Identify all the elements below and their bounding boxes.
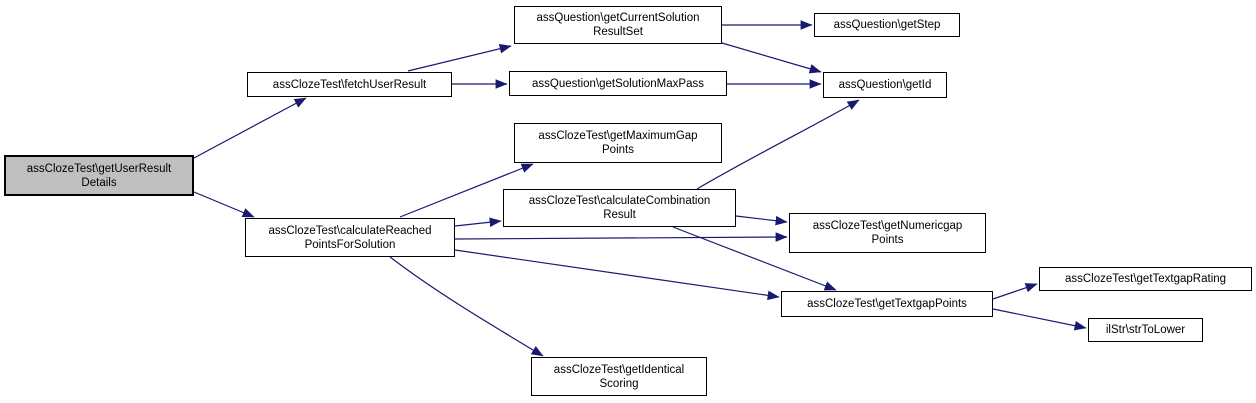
node-label-line: assClozeTest\calculateReached	[268, 224, 432, 237]
edge-getCurrentSolutionResultSet-to-getId	[721, 42, 822, 74]
node-strToLower[interactable]: ilStr\strToLower	[1088, 318, 1203, 342]
node-label-line: assQuestion\getSolutionMaxPass	[532, 77, 704, 90]
edge-getTextgapPoints-to-strToLower	[992, 308, 1087, 331]
node-label-line: assQuestion\getId	[838, 79, 932, 91]
node-label-line: assClozeTest\getNumericgap	[812, 220, 963, 232]
edge-calculateReachedPointsForSolution-to-getNumericgapPoints	[454, 232, 788, 242]
node-getId[interactable]: assQuestion\getId	[823, 72, 947, 98]
node-label-line: assClozeTest\getIdentical	[553, 363, 685, 376]
node-label-line: assQuestion\getStep	[833, 19, 941, 31]
node-label-line: ResultSet	[593, 26, 643, 38]
edge-getTextgapPoints-to-getTextgapRating	[992, 283, 1038, 300]
node-fetchUserResult[interactable]: assClozeTest\fetchUserResult	[247, 72, 452, 97]
node-label-line: assQuestion\getCurrentSolution	[536, 12, 700, 24]
node-getSolutionMaxPass[interactable]: assQuestion\getSolutionMaxPass	[509, 71, 727, 96]
node-label-line: Points	[871, 234, 904, 246]
node-label-line: assClozeTest\getMaximumGap	[538, 130, 698, 142]
edge-fetchUserResult-to-getCurrentSolutionResultSet	[407, 44, 512, 72]
edge-calculateReachedPointsForSolution-to-calculateCombinationResult	[454, 217, 502, 228]
node-label-line: ilStr\strToLower	[1105, 324, 1186, 336]
node-label-line: Result	[603, 209, 636, 221]
node-getTextgapPoints[interactable]: assClozeTest\getTextgapPoints	[781, 291, 993, 317]
node-label-line: Points	[602, 144, 634, 156]
node-label-line: Scoring	[599, 377, 639, 390]
edge-calculateReachedPointsForSolution-to-getTextgapPoints	[454, 249, 780, 301]
node-label-line: assClozeTest\calculateCombination	[528, 195, 711, 207]
edge-getUserResultDetails-to-fetchUserResult	[193, 97, 307, 159]
node-label-line: assClozeTest\fetchUserResult	[272, 78, 427, 91]
edge-calculateCombinationResult-to-getNumericgapPoints	[735, 215, 788, 226]
edge-getUserResultDetails-to-calculateReachedPointsForSolution	[193, 191, 255, 218]
edge-calculateReachedPointsForSolution-to-getIdenticalScoring	[389, 256, 544, 357]
node-getStep[interactable]: assQuestion\getStep	[814, 13, 960, 37]
node-getTextgapRating[interactable]: assClozeTest\getTextgapRating	[1039, 267, 1252, 291]
node-label-line: Details	[81, 176, 117, 189]
node-label-line: assClozeTest\getTextgapPoints	[807, 298, 967, 310]
node-label-line: assClozeTest\getTextgapRating	[1064, 273, 1227, 285]
node-label-line: PointsForSolution	[304, 238, 396, 251]
node-label-line: assClozeTest\getUserResult	[26, 162, 172, 175]
